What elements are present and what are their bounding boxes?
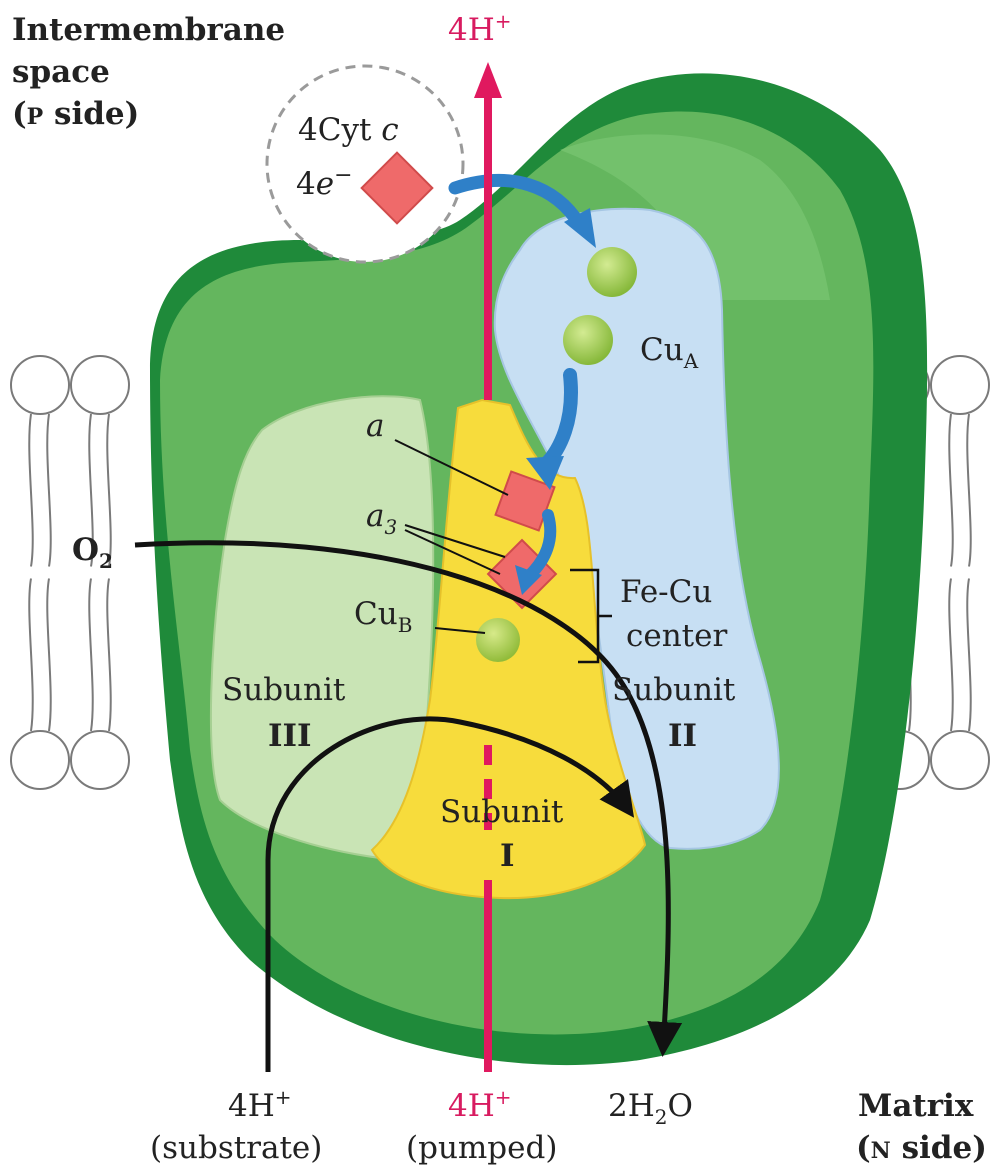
p-side-label: (P side) xyxy=(12,96,139,132)
substrate-proton-label: 4H+ xyxy=(228,1085,292,1124)
subunit-iii-label: Subunit xyxy=(222,672,346,708)
water-label: 2H2O xyxy=(608,1088,693,1129)
cu-a-center-2 xyxy=(563,315,613,365)
cu-b-center xyxy=(476,618,520,662)
top-proton-label: 4H+ xyxy=(448,9,512,48)
fecu-label-2: center xyxy=(626,618,727,654)
n-side-label: (N side) xyxy=(856,1130,987,1166)
subunit-i-number: I xyxy=(500,838,515,874)
cytochrome-c-label: 4Cyt c xyxy=(298,112,399,148)
lipid-head xyxy=(71,731,129,789)
subunit-i-label: Subunit xyxy=(440,794,564,830)
cu-a-center-1 xyxy=(587,247,637,297)
space-label: space xyxy=(12,54,110,90)
oxygen-label: O2 xyxy=(72,532,113,573)
pumped-note: (pumped) xyxy=(406,1130,557,1166)
fecu-label-1: Fe-Cu xyxy=(620,574,712,610)
substrate-note: (substrate) xyxy=(150,1130,322,1166)
subunit-ii-number: II xyxy=(668,718,697,754)
pumped-proton-label: 4H+ xyxy=(448,1085,512,1124)
lipid-tail xyxy=(89,414,92,731)
lipid-tail xyxy=(47,414,50,731)
lipid-head xyxy=(11,356,69,414)
subunit-ii-label: Subunit xyxy=(612,672,736,708)
lipid-head xyxy=(931,731,989,789)
intermembrane-label: Intermembrane xyxy=(12,12,285,48)
lipid-head xyxy=(71,356,129,414)
lipid-head xyxy=(931,356,989,414)
heme-a-label: a xyxy=(366,408,384,444)
lipid-tail xyxy=(949,414,952,731)
cytochrome-c-circle xyxy=(267,66,463,262)
proton-pump-arrowhead xyxy=(474,62,502,98)
lipid-tail xyxy=(967,414,970,731)
matrix-label: Matrix xyxy=(858,1088,974,1124)
subunit-iii-number: III xyxy=(268,718,312,754)
lipid-head xyxy=(11,731,69,789)
lipid-tail xyxy=(29,414,32,731)
